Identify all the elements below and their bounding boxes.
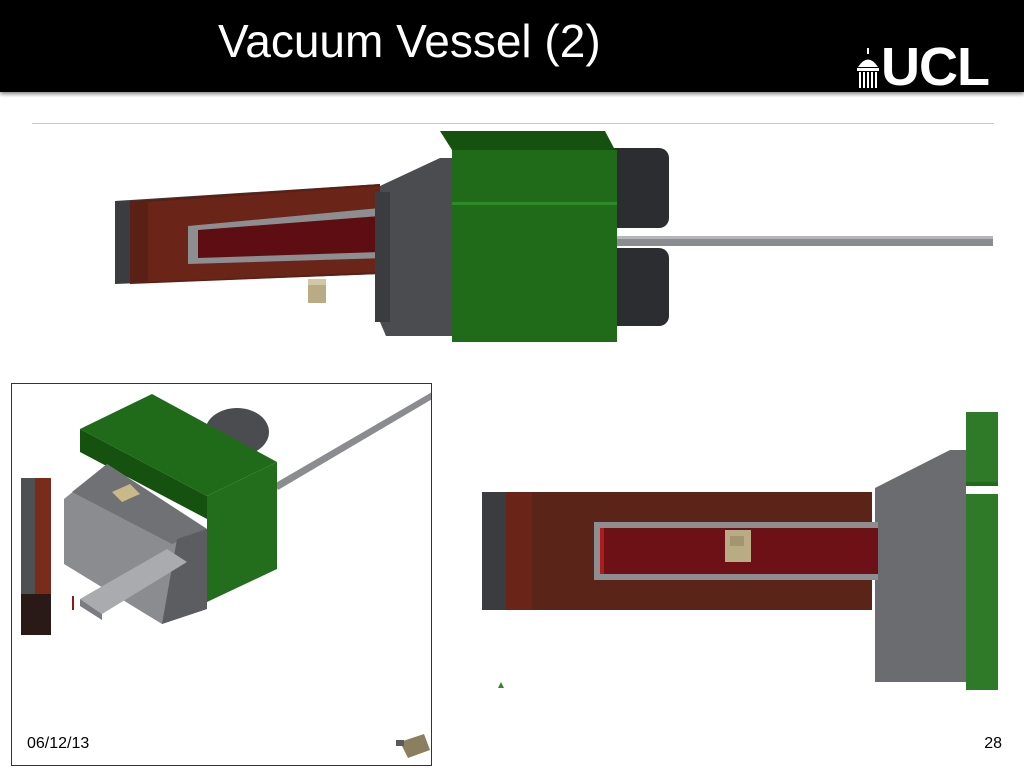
- footer-date: 06/12/13: [27, 735, 90, 752]
- slide-header: Vacuum Vessel (2) UCL: [0, 0, 1024, 94]
- ucl-logo: UCL: [855, 40, 1020, 94]
- isometric-view-frame: [11, 383, 434, 766]
- slide-title: Vacuum Vessel (2): [218, 15, 601, 67]
- vessel-top-view-render: [482, 412, 998, 690]
- page-number: 28: [984, 735, 1002, 752]
- title-divider: [32, 123, 994, 124]
- vessel-side-view-render: [115, 131, 993, 342]
- portico-icon: [857, 48, 879, 88]
- logo-text: UCL: [881, 37, 990, 97]
- vessel-isometric-render: [21, 392, 434, 758]
